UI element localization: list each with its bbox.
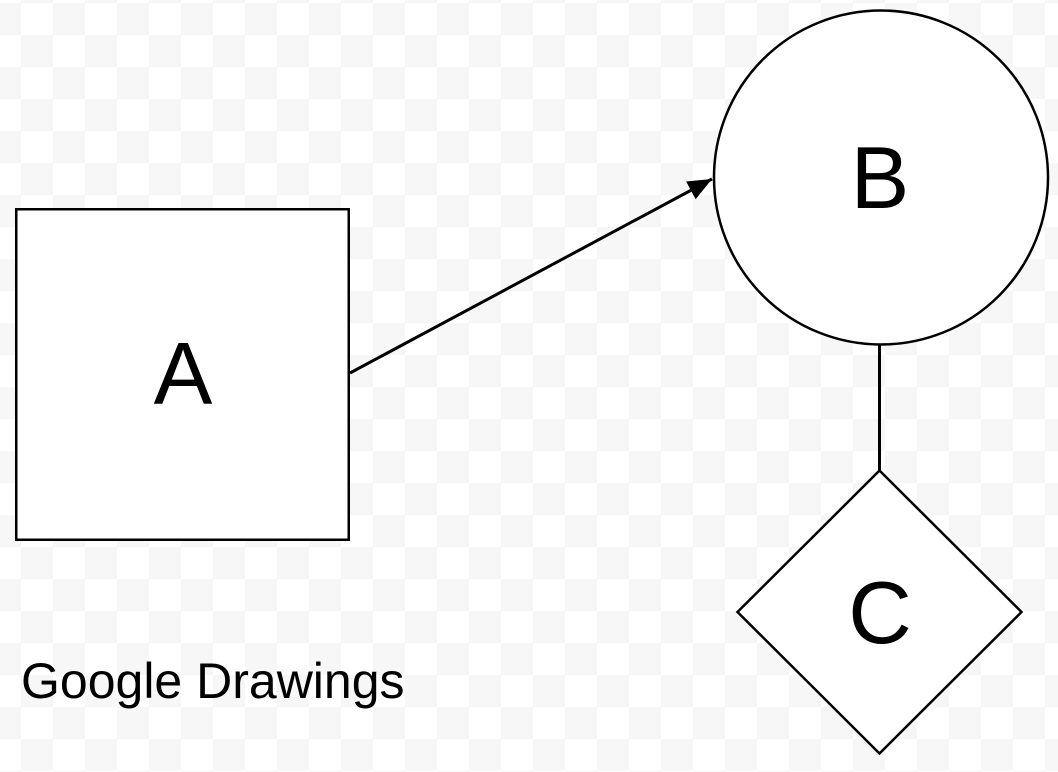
shape-square-a[interactable] [15, 208, 350, 541]
circle-label: B [851, 128, 910, 227]
diamond-label: C [848, 563, 912, 662]
shape-diamond-c[interactable] [735, 468, 1024, 756]
shape-circle-b[interactable] [712, 9, 1050, 346]
connector-arrow-a-to-b[interactable] [349, 177, 713, 375]
canvas-caption[interactable]: Google Drawings [21, 653, 405, 709]
square-label: A [154, 324, 213, 423]
